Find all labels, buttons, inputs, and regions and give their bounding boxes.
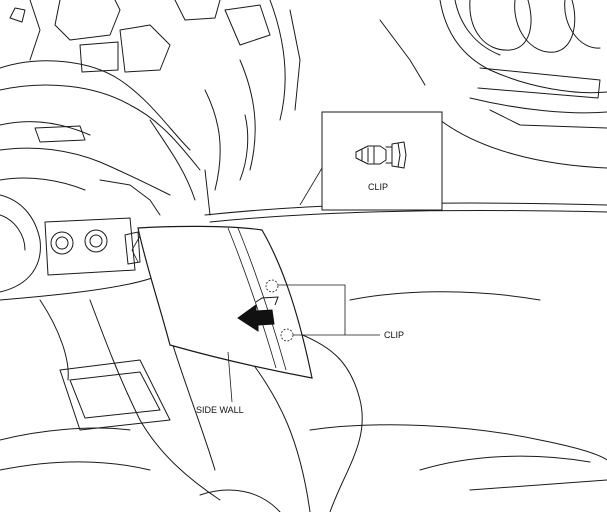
clip-label: CLIP: [384, 330, 404, 340]
instrument-cluster-background: [379, 0, 607, 169]
inset-pointer-line: [299, 167, 323, 206]
side-wall-leader-line: [227, 351, 233, 403]
clip-leader-lines: [278, 284, 380, 336]
steering-column-background: [0, 0, 301, 216]
clip-detail-inset: CLIP: [321, 111, 443, 211]
switch-panel-background: [0, 194, 161, 381]
side-wall-panel: [131, 225, 313, 379]
clip-position-upper: [265, 279, 279, 293]
side-wall-label: SIDE WALL: [196, 405, 244, 415]
floor-background: [0, 291, 607, 513]
dashboard-edge-line-inner: [209, 209, 607, 223]
clip-icon: [355, 141, 407, 169]
inset-clip-label: CLIP: [368, 182, 388, 192]
removal-direction-arrow: [237, 296, 279, 332]
